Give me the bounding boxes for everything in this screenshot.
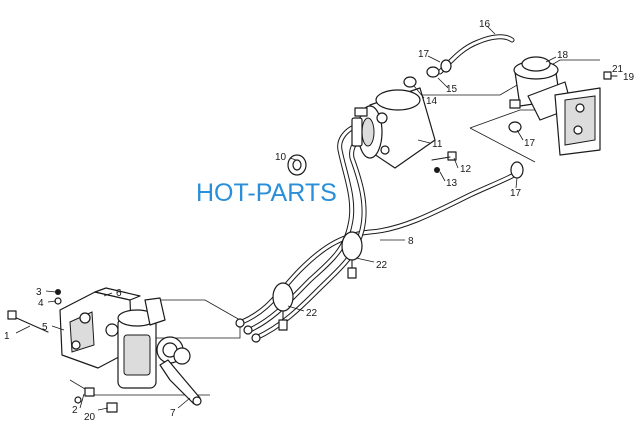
callout-1: 1 <box>4 331 10 342</box>
callout-22-upper: 22 <box>376 260 388 271</box>
mounting-bracket <box>554 71 618 156</box>
suction-hose <box>403 34 524 179</box>
gear-box-fasteners <box>7 289 118 413</box>
callout-13: 13 <box>446 178 458 189</box>
callout-11: 11 <box>432 139 443 150</box>
steering-pump <box>351 87 436 169</box>
callout-4: 4 <box>38 298 44 309</box>
callout-6: 6 <box>116 288 122 299</box>
callout-16: 16 <box>479 19 491 30</box>
callout-leader-lines <box>15 25 557 411</box>
callout-14: 14 <box>426 96 438 107</box>
hose-clamps <box>272 231 363 331</box>
callout-3: 3 <box>36 287 42 298</box>
callout-17-right: 17 <box>524 138 536 149</box>
pump-fasteners <box>287 151 457 176</box>
callout-15: 15 <box>446 84 458 95</box>
callout-17-lower: 17 <box>510 188 522 199</box>
callout-5: 5 <box>42 322 48 333</box>
callout-18: 18 <box>557 50 569 61</box>
callout-20: 20 <box>84 412 96 423</box>
callout-17-top: 17 <box>418 49 430 60</box>
callout-7: 7 <box>170 408 176 419</box>
callout-labels: 1 2 3 4 5 6 7 8 10 11 12 13 14 15 16 17 … <box>4 19 635 423</box>
callout-19: 19 <box>623 72 635 83</box>
callout-21: 21 <box>612 64 624 75</box>
hot-parts-watermark: HOT-PARTS <box>196 179 337 207</box>
callout-2: 2 <box>72 405 78 416</box>
callout-12: 12 <box>460 164 472 175</box>
steering-gear-box <box>59 287 202 406</box>
callout-8: 8 <box>408 236 414 247</box>
callout-22-lower: 22 <box>306 308 318 319</box>
callout-10: 10 <box>275 152 287 163</box>
